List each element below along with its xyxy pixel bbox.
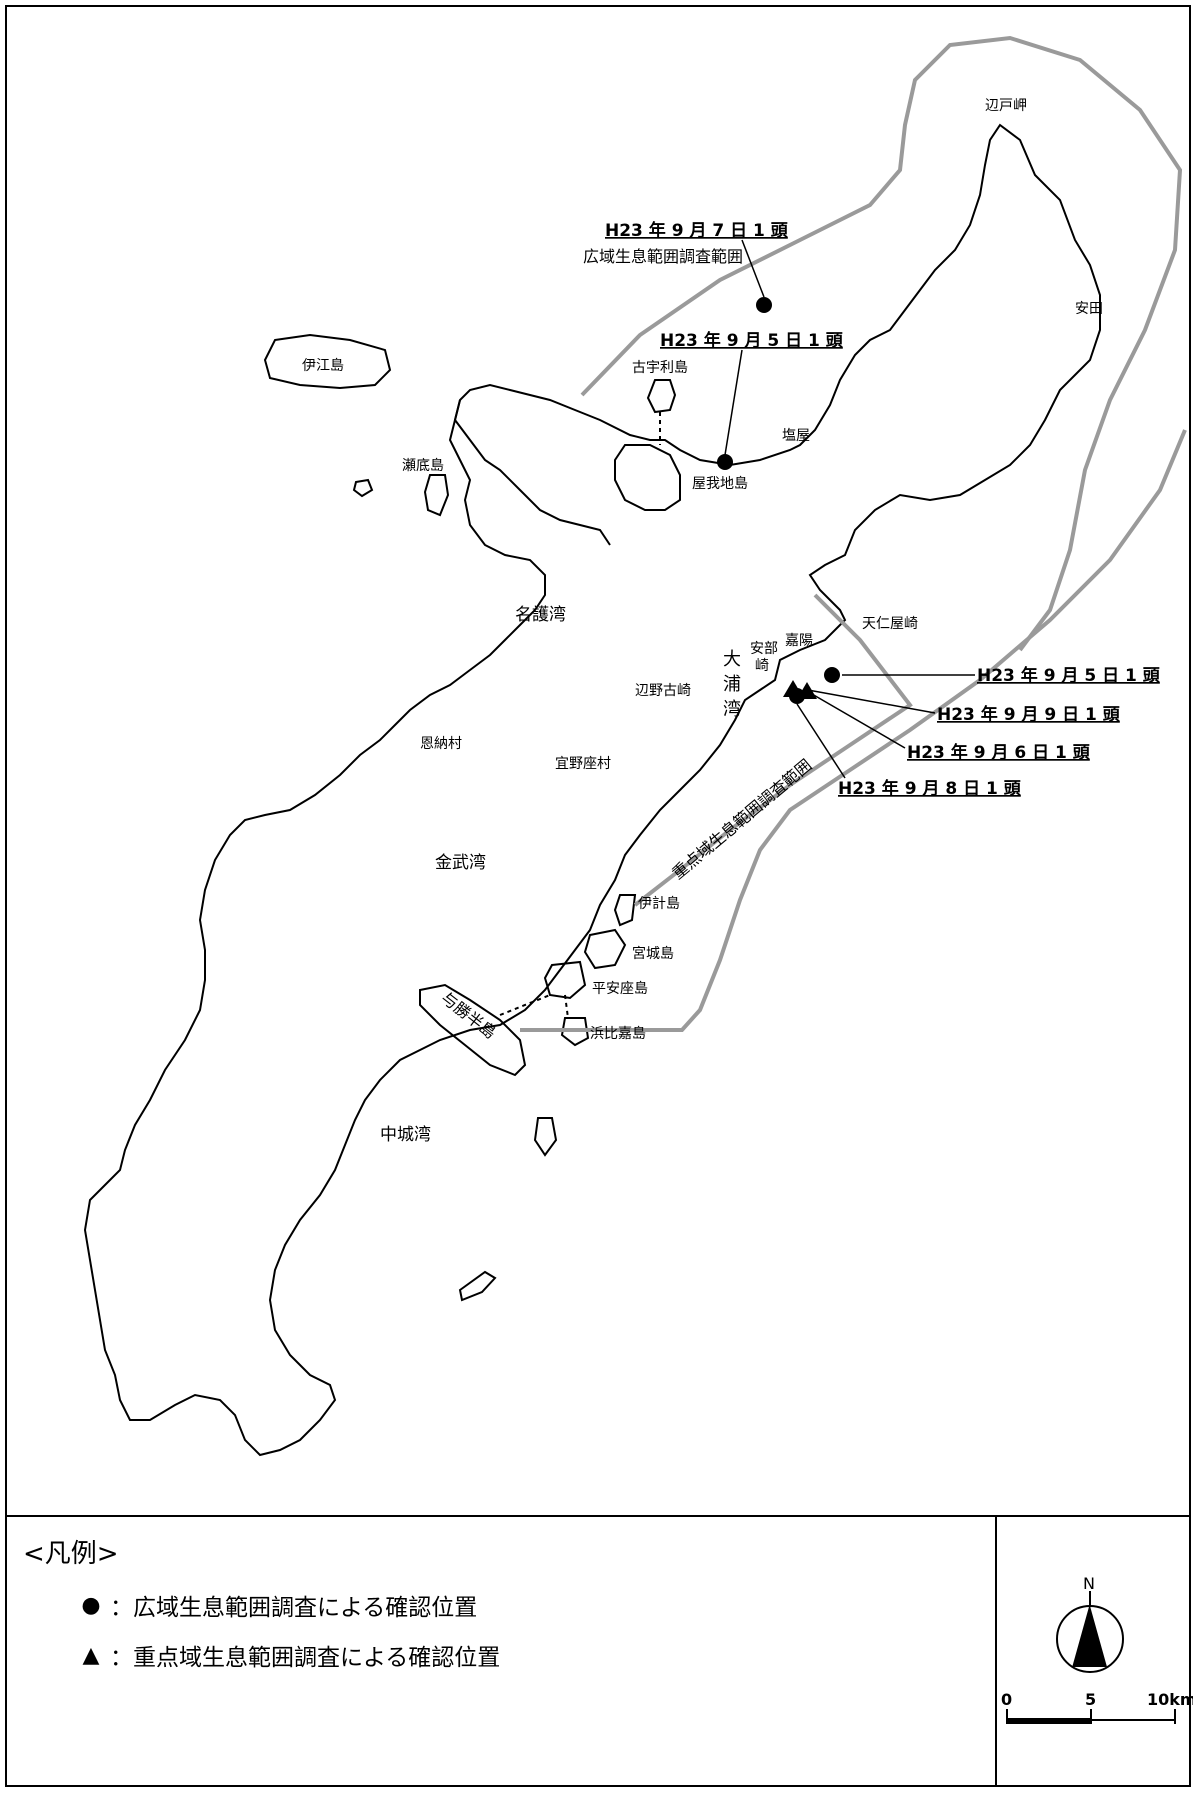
- circle-icon: ●: [81, 1592, 101, 1618]
- kouri-island: [646, 379, 677, 414]
- legend: <凡例> ● ：広域生息範囲調査による確認位置 ▲ ：重点域生息範囲調査による確…: [23, 1533, 500, 1688]
- leader-line-1: [741, 239, 765, 298]
- ie-island: [263, 333, 392, 390]
- obs-label-1: H23 年 9 月 7 日 1 頭: [605, 220, 789, 241]
- scale-label-5: 5: [1085, 1690, 1096, 1709]
- label-tenninya: 天仁屋崎: [862, 616, 918, 632]
- okinawa-island: [83, 123, 1101, 1457]
- hamahiga-island: [560, 1017, 590, 1047]
- yokatsu-peninsula: [419, 983, 527, 1077]
- ikei-island: [613, 894, 637, 927]
- label-shioya: 塩屋: [782, 428, 810, 444]
- scale-label-0: 0: [1001, 1690, 1012, 1709]
- kaichu-road: [499, 994, 551, 1016]
- map-frame: [5, 5, 1191, 1787]
- legend-panel: <凡例> ● ：広域生息範囲調査による確認位置 ▲ ：重点域生息範囲調査による確…: [5, 1515, 1197, 1787]
- legend-item-label: ：重点域生息範囲調査による確認位置: [110, 1645, 501, 1671]
- label-yokatsu: 与勝半島: [438, 988, 500, 1042]
- obs-label-2: H23 年 9 月 5 日 1 頭: [660, 330, 844, 351]
- label-hedo: 辺戸岬: [985, 98, 1027, 114]
- label-henoko: 辺野古崎: [635, 683, 691, 699]
- compass-scale-box: N 0 5 10km: [995, 1517, 1197, 1787]
- scale-label-10: 10km: [1147, 1690, 1193, 1709]
- triangle-icon: ▲: [82, 1642, 100, 1668]
- miyagi-island: [583, 928, 627, 970]
- tsuken-island: [533, 1117, 558, 1157]
- small-islet: [352, 478, 374, 498]
- label-abe2: 崎: [755, 658, 769, 674]
- label-nago: 名護湾: [515, 605, 566, 625]
- map-canvas: 辺戸岬 安田 伊江島 古宇利島 塩屋 瀬底島 屋我地島 名護湾 天仁屋崎 嘉陽 …: [83, 35, 1187, 1457]
- label-abe1: 安部: [750, 641, 778, 657]
- label-ada: 安田: [1075, 301, 1103, 317]
- kudaka-island: [458, 1270, 497, 1302]
- obs-label-5: H23 年 9 月 6 日 1 頭: [907, 742, 1091, 763]
- focus-area-boundary-inner: [633, 593, 913, 907]
- obs-label-4: H23 年 9 月 9 日 1 頭: [937, 704, 1121, 725]
- north-arrow-icon: [1073, 1606, 1107, 1667]
- north-arrow-outline: [1072, 1605, 1091, 1668]
- label-wide-area: 広域生息範囲調査範囲: [583, 247, 743, 266]
- obs-marker-1: [756, 297, 772, 313]
- obs-marker-2: [717, 454, 733, 470]
- legend-item-label: ：広域生息範囲調査による確認位置: [110, 1595, 478, 1621]
- obs-marker-6: [789, 688, 805, 704]
- label-focus-area: 重点域生息範囲調査範囲: [668, 755, 815, 883]
- sesoko-island: [423, 474, 450, 517]
- label-onna: 恩納村: [420, 736, 462, 752]
- label-oura2: 浦: [723, 674, 741, 695]
- wide-area-boundary: [580, 35, 1183, 652]
- label-ginoza: 宜野座村: [555, 756, 611, 772]
- label-kouri: 古宇利島: [632, 360, 688, 376]
- leader-line-2: [724, 349, 743, 456]
- label-oura3: 湾: [723, 699, 741, 720]
- leader-line-4: [807, 689, 936, 714]
- obs-label-3: H23 年 9 月 5 日 1 頭: [977, 665, 1161, 686]
- label-ie: 伊江島: [302, 358, 344, 374]
- henza-island: [543, 960, 587, 1000]
- label-miyagi: 宮城島: [632, 946, 674, 962]
- legend-item-focus: ▲ ：重点域生息範囲調査による確認位置: [78, 1638, 501, 1672]
- legend-item-wide: ● ：広域生息範囲調査による確認位置: [78, 1588, 500, 1622]
- hamahiga-bridge: [564, 994, 569, 1019]
- leader-line-5: [811, 693, 906, 749]
- label-nakagusuku: 中城湾: [380, 1125, 431, 1145]
- label-oura1: 大: [723, 649, 741, 670]
- leader-line-6: [796, 703, 846, 779]
- motobu-peninsula: [453, 399, 611, 546]
- obs-marker-3: [824, 667, 840, 683]
- label-yagaji: 屋我地島: [692, 476, 748, 492]
- label-henza: 平安座島: [592, 981, 648, 997]
- label-ikei: 伊計島: [638, 896, 680, 912]
- label-hamahiga: 浜比嘉島: [590, 1026, 646, 1042]
- compass-north-label: N: [1083, 1574, 1095, 1593]
- label-kayou: 嘉陽: [785, 633, 813, 649]
- label-sesoko: 瀬底島: [402, 458, 444, 474]
- legend-title: <凡例>: [23, 1539, 119, 1569]
- obs-label-6: H23 年 9 月 8 日 1 頭: [838, 778, 1022, 799]
- focus-area-boundary: [520, 429, 1187, 1032]
- compass-scale-graphic: N 0 5 10km: [1001, 1574, 1197, 1724]
- scale-bar-fill: [1007, 1718, 1091, 1724]
- label-kin: 金武湾: [435, 853, 486, 873]
- yagaji-island: [614, 444, 681, 511]
